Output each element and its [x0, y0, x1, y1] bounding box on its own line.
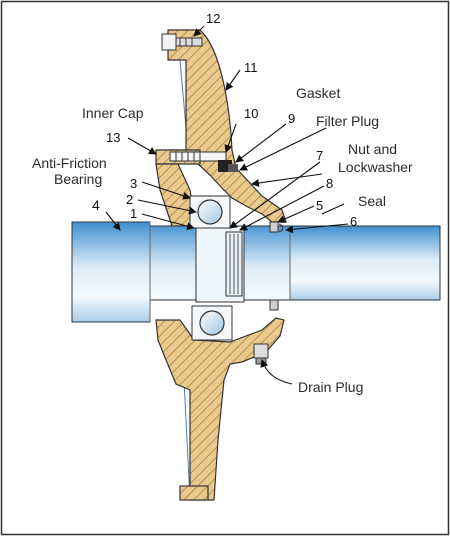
- callout-9: 9: [288, 111, 295, 126]
- bearing-inner-sleeve: [195, 225, 245, 303]
- callout-3: 3: [130, 176, 137, 191]
- callout-1: 1: [130, 206, 137, 221]
- callout-8: 8: [326, 176, 333, 191]
- leader-lines: [105, 25, 349, 385]
- label-anti-friction-2: Bearing: [54, 171, 102, 187]
- label-nut-and-lockwasher-1: Nut and: [348, 141, 397, 157]
- filter-plug: [218, 160, 238, 172]
- callout-13: 13: [106, 130, 120, 145]
- callout-7: 7: [316, 148, 323, 163]
- inner-cap-bolt: [169, 151, 227, 162]
- label-drain-plug: Drain Plug: [298, 379, 363, 395]
- callout-4: 4: [92, 197, 100, 213]
- part-labels: Gasket Inner Cap Filter Plug Nut and Ant…: [32, 85, 413, 395]
- drain-plug: [253, 343, 269, 365]
- label-filter-plug: Filter Plug: [316, 113, 379, 129]
- seal: [269, 221, 284, 311]
- callout-10: 10: [244, 106, 258, 121]
- callout-numbers: 12 11 10 9 13 7 3 8 2 4 5 1 6: [92, 11, 357, 229]
- callout-11: 11: [244, 60, 258, 75]
- callout-6: 6: [350, 214, 357, 229]
- callout-2: 2: [126, 192, 133, 207]
- callout-5: 5: [316, 198, 323, 213]
- label-anti-friction-1: Anti-Friction: [32, 155, 107, 171]
- callout-12: 12: [206, 11, 220, 26]
- label-gasket: Gasket: [296, 85, 340, 101]
- top-bolt: [161, 33, 203, 51]
- lower-housing: [155, 317, 285, 501]
- label-nut-and-lockwasher-2: Lockwasher: [338, 159, 413, 175]
- shaft: [71, 221, 441, 323]
- label-inner-cap: Inner Cap: [82, 105, 144, 121]
- label-seal: Seal: [358, 193, 386, 209]
- bearing-lower: [191, 305, 233, 341]
